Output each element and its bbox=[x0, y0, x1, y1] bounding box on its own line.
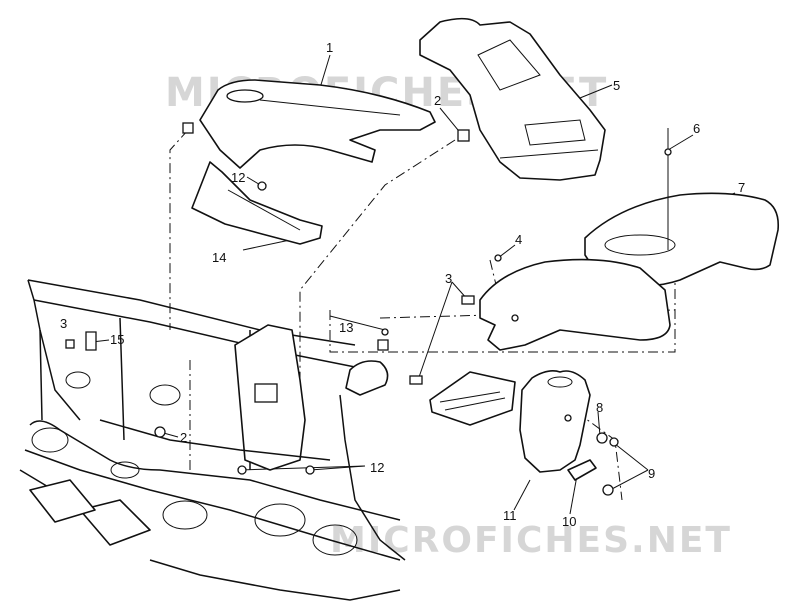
callout-14: 14 bbox=[212, 250, 226, 265]
mud-flap bbox=[519, 370, 591, 473]
callout-12a: 12 bbox=[231, 170, 245, 185]
front-shield bbox=[191, 161, 323, 245]
bracket-15 bbox=[85, 331, 97, 351]
bracket-plate bbox=[567, 459, 597, 481]
callout-9: 9 bbox=[648, 466, 655, 481]
vehicle-frame bbox=[19, 279, 406, 601]
callout-15: 15 bbox=[110, 332, 124, 347]
callout-6: 6 bbox=[693, 121, 700, 136]
callout-12b: 12 bbox=[370, 460, 384, 475]
callout-4: 4 bbox=[515, 232, 522, 247]
callout-11: 11 bbox=[503, 508, 517, 523]
storage-pod bbox=[419, 17, 606, 181]
callout-labels: 1 2 2 3 3 4 5 6 7 8 9 10 11 12 12 13 14 … bbox=[60, 40, 745, 529]
callout-5: 5 bbox=[613, 78, 620, 93]
callout-13: 13 bbox=[339, 320, 353, 335]
bolt-3 bbox=[65, 295, 475, 385]
callout-3b: 3 bbox=[60, 316, 67, 331]
callout-3a: 3 bbox=[445, 271, 452, 286]
front-rack-cover bbox=[182, 79, 470, 169]
footrest bbox=[429, 371, 516, 426]
rear-fender-upper bbox=[584, 128, 780, 287]
callout-7: 7 bbox=[738, 180, 745, 195]
rear-fender-lower bbox=[479, 254, 671, 351]
callout-2b: 2 bbox=[180, 430, 187, 445]
callout-8: 8 bbox=[596, 400, 603, 415]
fastener-13 bbox=[377, 328, 389, 351]
callout-1: 1 bbox=[326, 40, 333, 55]
fasteners-8-9 bbox=[596, 432, 619, 496]
callout-10: 10 bbox=[562, 514, 576, 529]
callout-2a: 2 bbox=[434, 93, 441, 108]
